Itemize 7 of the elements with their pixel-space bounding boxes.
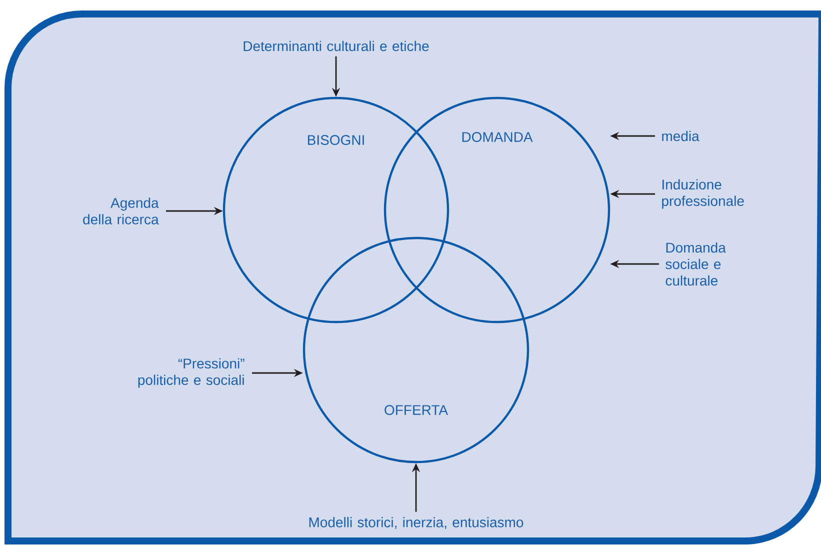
factor-text: Agenda della ricerca — [83, 198, 159, 224]
factor-text: Induzione professionale — [662, 179, 744, 209]
factor-text: “Pressioni” politiche e sociali — [138, 358, 244, 388]
factor-text: Domanda sociale e culturale — [666, 242, 726, 286]
factor-text: Modelli storici, inerzia, entusiasmo — [309, 517, 524, 529]
factor-text: media — [662, 130, 700, 142]
factor-text: Determinanti culturali e etiche — [244, 40, 429, 52]
